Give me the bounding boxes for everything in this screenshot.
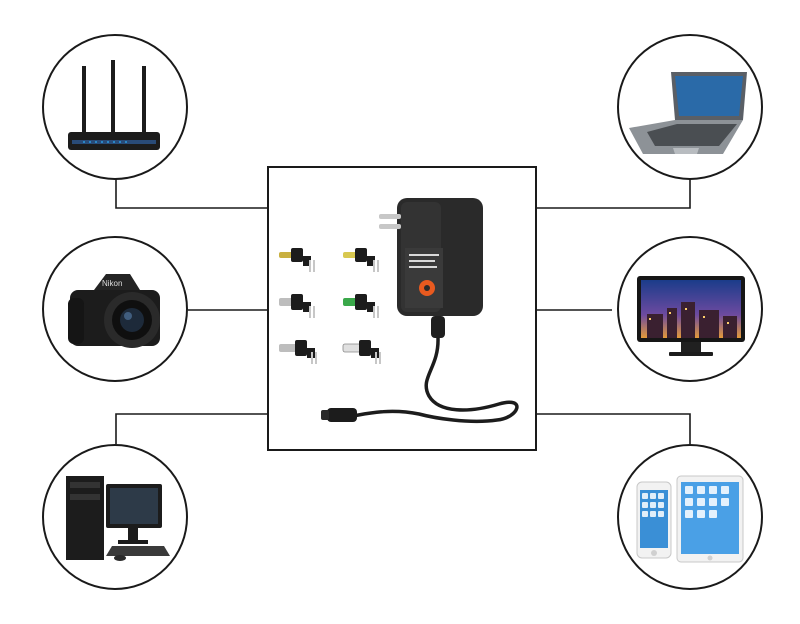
tip-6 (342, 340, 381, 364)
monitor-circle (617, 236, 763, 382)
line-desktop (115, 413, 267, 444)
router-circle (42, 34, 188, 180)
line-phone (537, 413, 691, 444)
desktop-computer-icon (66, 476, 170, 561)
monitor-icon (637, 276, 745, 356)
adapter-body (379, 198, 483, 338)
dc-connector (321, 408, 357, 422)
adapter-cable (352, 337, 519, 424)
connector-tips (279, 248, 381, 364)
tip-1 (279, 248, 315, 272)
line-router (115, 178, 267, 209)
tip-3 (279, 294, 315, 318)
power-adapter-illustration (279, 198, 519, 424)
line-laptop (537, 178, 691, 209)
camera-icon: Nikon (68, 274, 160, 348)
laptop-icon (629, 72, 747, 154)
router-icon (68, 60, 160, 150)
adapter-box (267, 166, 537, 451)
tip-2 (343, 248, 379, 272)
camera-circle: Nikon (42, 236, 188, 382)
phone-tablet-circle (617, 444, 763, 590)
phone-tablet-icon (636, 475, 744, 563)
camera-brand-text: Nikon (102, 279, 122, 288)
tip-4 (343, 294, 379, 318)
desktop-circle (42, 444, 188, 590)
tip-5 (279, 340, 317, 364)
laptop-circle (617, 34, 763, 180)
